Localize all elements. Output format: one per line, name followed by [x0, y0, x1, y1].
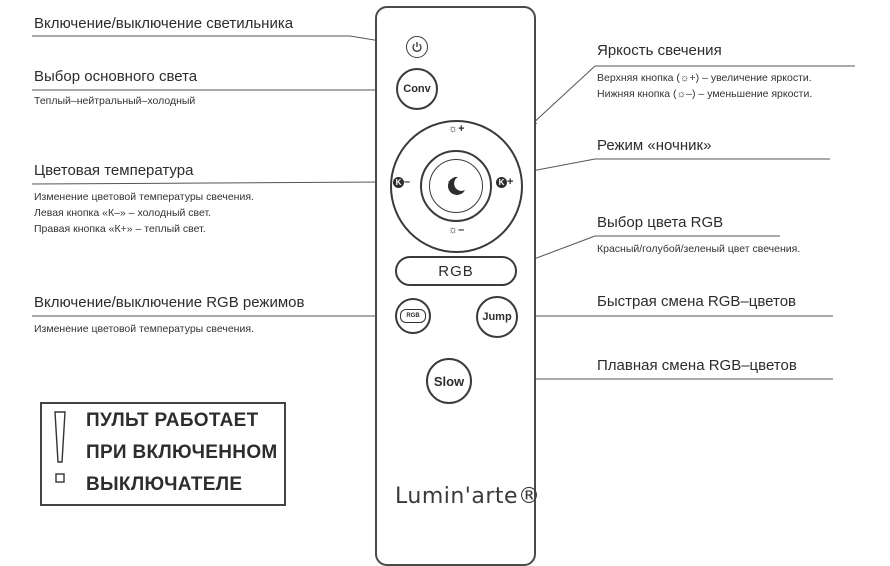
- night-mode-label: Режим «ночник»: [597, 137, 712, 154]
- sun-icon: ☼: [448, 123, 459, 135]
- sun-icon: ☼: [448, 224, 459, 236]
- color-temp-sub2: Левая кнопка «К–» – холодный свет.: [34, 207, 212, 219]
- rgb-mode-label: RGB: [406, 313, 420, 319]
- brightness-label: Яркость свечения: [597, 42, 722, 59]
- warning-icon: [54, 411, 66, 483]
- night-mode-button[interactable]: [420, 150, 492, 222]
- rgb-button[interactable]: RGB: [395, 256, 517, 286]
- warning-line-2: ПРИ ВКЛЮЧЕННОМ: [86, 442, 278, 463]
- warning-box: ПУЛЬТ РАБОТАЕТ ПРИ ВКЛЮЧЕННОМ ВЫКЛЮЧАТЕЛ…: [40, 402, 286, 506]
- k-temperature-icon: K: [393, 177, 404, 188]
- k-plus-sign: +: [507, 176, 514, 188]
- conv-button[interactable]: Conv: [396, 68, 438, 110]
- k-minus-sign: –: [404, 176, 411, 188]
- warning-line-1: ПУЛЬТ РАБОТАЕТ: [86, 410, 259, 431]
- rgb-choice-sublabel: Красный/голубой/зеленый цвет свечения.: [597, 243, 801, 255]
- rgb-modes-sublabel: Изменение цветовой температуры свечения.: [34, 323, 254, 335]
- slow-button[interactable]: Slow: [426, 358, 472, 404]
- k-temperature-icon: K: [496, 177, 507, 188]
- brightness-sub1: Верхняя кнопка (☼+) – увеличение яркости…: [597, 72, 812, 84]
- color-temp-sub1: Изменение цветовой температуры свечения.: [34, 191, 254, 203]
- brightness-up-sign: +: [458, 123, 465, 135]
- k-plus-button[interactable]: K+: [496, 176, 513, 188]
- jump-desc-label: Быстрая смена RGB–цветов: [597, 293, 797, 310]
- brightness-sub2: Нижняя кнопка (☼–) – уменьшение яркости.: [597, 88, 813, 100]
- brightness-up-button[interactable]: ☼+: [448, 123, 465, 135]
- night-inner-ring: [429, 159, 483, 213]
- color-temp-label: Цветовая температура: [34, 162, 194, 179]
- rgb-modes-label: Включение/выключение RGB режимов: [34, 294, 305, 311]
- brand-logo: Lumin'arte®: [395, 484, 541, 509]
- color-temp-sub3: Правая кнопка «К+» – теплый свет.: [34, 223, 206, 235]
- brightness-down-sign: –: [458, 224, 465, 236]
- main-light-label: Выбор основного света: [34, 68, 198, 85]
- power-icon: [412, 42, 422, 52]
- rgb-choice-label: Выбор цвета RGB: [597, 214, 724, 231]
- jump-button[interactable]: Jump: [476, 296, 518, 338]
- slow-desc-label: Плавная смена RGB–цветов: [597, 357, 797, 374]
- warning-line-3: ВЫКЛЮЧАТЕЛЕ: [86, 474, 243, 495]
- main-light-sublabel: Теплый–нейтральный–холодный: [34, 95, 196, 107]
- callout-lines: [31, 35, 855, 382]
- power-label: Включение/выключение светильника: [34, 15, 294, 32]
- cycle-icon: RGB: [400, 309, 426, 323]
- moon-icon: [447, 176, 465, 195]
- rgb-mode-button[interactable]: RGB: [395, 298, 431, 334]
- brightness-down-button[interactable]: ☼–: [448, 224, 464, 236]
- power-button[interactable]: [406, 36, 428, 58]
- k-minus-button[interactable]: K–: [393, 176, 410, 188]
